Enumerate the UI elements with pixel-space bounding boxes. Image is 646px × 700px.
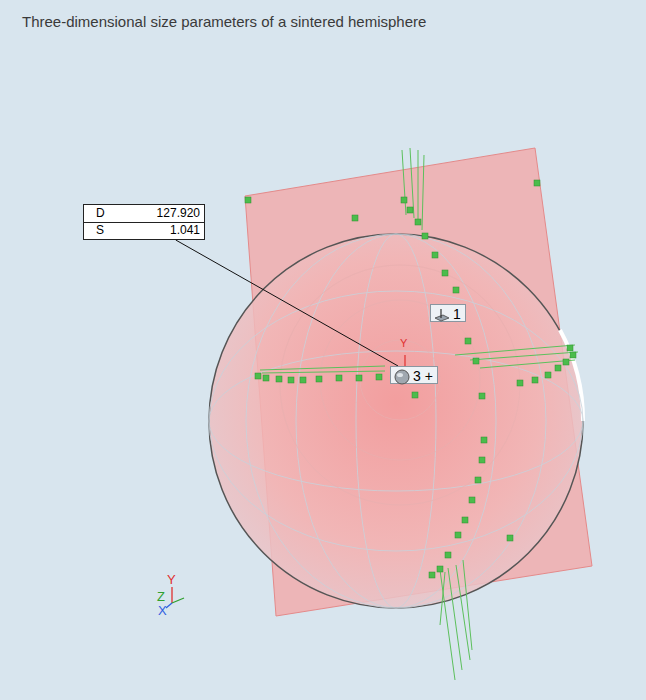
probe-lines (260, 148, 578, 680)
callout-value: 1.041 (170, 223, 200, 237)
diagram-title: Three-dimensional size parameters of a s… (22, 13, 426, 30)
sphere-icon (393, 368, 411, 386)
axis-label: Z (157, 590, 165, 603)
axis-label: X (158, 604, 167, 617)
callout-value: 127.920 (157, 206, 200, 220)
contour-rings (280, 265, 520, 505)
axis-label: Y (167, 573, 176, 586)
feature-number: 3 + (413, 369, 433, 383)
measurement-points (245, 180, 576, 578)
plane-icon (433, 306, 451, 324)
feature-tag: 1 (430, 304, 466, 322)
axis-label: Y (400, 338, 407, 349)
result-callout: D 127.920S 1.041 (83, 204, 205, 240)
feature-tag: 3 + (390, 366, 438, 384)
callout-value: D (96, 206, 105, 220)
row-divider (84, 222, 204, 223)
leader-line (176, 240, 398, 366)
axis-triad (166, 587, 184, 608)
feature-number: 1 (453, 307, 461, 321)
callout-value: S (96, 223, 104, 237)
